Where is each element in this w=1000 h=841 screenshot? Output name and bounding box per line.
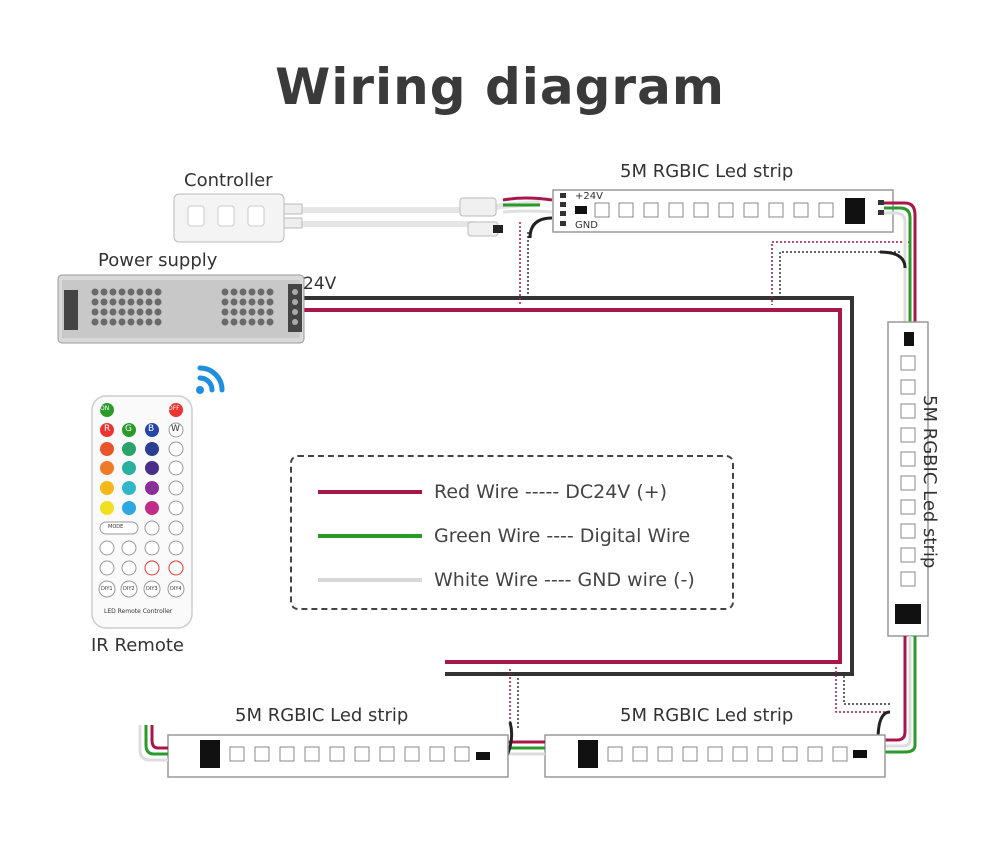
legend: Red Wire ----- DC24V (+) Green Wire ----… xyxy=(290,455,734,610)
gnd-label: GND xyxy=(575,220,598,231)
strip-right-label: 5M RGBIC Led strip xyxy=(919,395,940,569)
legend-item-green: Green Wire ---- Digital Wire xyxy=(318,524,690,548)
remote-mode-label: MODE xyxy=(108,524,124,530)
strip-top xyxy=(552,189,894,233)
remote-diy2: DIY2 xyxy=(123,586,135,592)
remote-w-label: W xyxy=(171,424,180,434)
remote-g-label: G xyxy=(125,424,132,434)
power-bus xyxy=(300,296,854,676)
remote-off-label: OFF xyxy=(168,405,180,412)
legend-text-white: White Wire ---- GND wire (-) xyxy=(434,569,695,591)
strip-bottom-right-label: 5M RGBIC Led strip xyxy=(620,705,794,726)
remote-brand: LED Remote Controller xyxy=(104,608,173,615)
legend-text-red: Red Wire ----- DC24V (+) xyxy=(434,481,668,503)
controller-box xyxy=(173,193,303,243)
remote-diy3: DIY3 xyxy=(146,586,158,592)
controller-cable xyxy=(300,196,553,239)
plus24v-label: +24V xyxy=(575,191,603,202)
wire-tail xyxy=(138,725,168,762)
strip-bottom-left xyxy=(167,734,509,778)
strip-bottom-right xyxy=(544,734,886,778)
legend-swatch-red xyxy=(318,490,422,494)
legend-swatch-white xyxy=(318,578,422,582)
controller-label: Controller xyxy=(184,170,273,191)
legend-swatch-green xyxy=(318,534,422,538)
wifi-icon xyxy=(196,365,225,394)
remote-r-label: R xyxy=(104,424,111,434)
ir-remote-body xyxy=(91,395,193,629)
remote-diy4: DIY4 xyxy=(170,586,182,592)
remote-diy1: DIY1 xyxy=(101,586,113,592)
legend-item-white: White Wire ---- GND wire (-) xyxy=(318,568,695,592)
voltage-label: 24V xyxy=(303,274,337,294)
legend-text-green: Green Wire ---- Digital Wire xyxy=(434,525,691,547)
remote-on-label: ON xyxy=(100,405,110,412)
power-supply-unit xyxy=(57,274,305,344)
power-supply-label: Power supply xyxy=(98,250,218,271)
remote-b-label: B xyxy=(148,424,155,434)
diagram-title: Wiring diagram xyxy=(275,58,725,116)
wire-top-to-right xyxy=(879,201,917,325)
strip-bottom-left-label: 5M RGBIC Led strip xyxy=(235,705,409,726)
ir-remote-label: IR Remote xyxy=(91,635,184,656)
dotted-connectors xyxy=(509,222,910,730)
legend-item-red: Red Wire ----- DC24V (+) xyxy=(318,480,667,504)
strip-right xyxy=(887,321,929,637)
wire-right-to-bottom xyxy=(876,636,917,754)
strip-top-label: 5M RGBIC Led strip xyxy=(620,161,794,182)
